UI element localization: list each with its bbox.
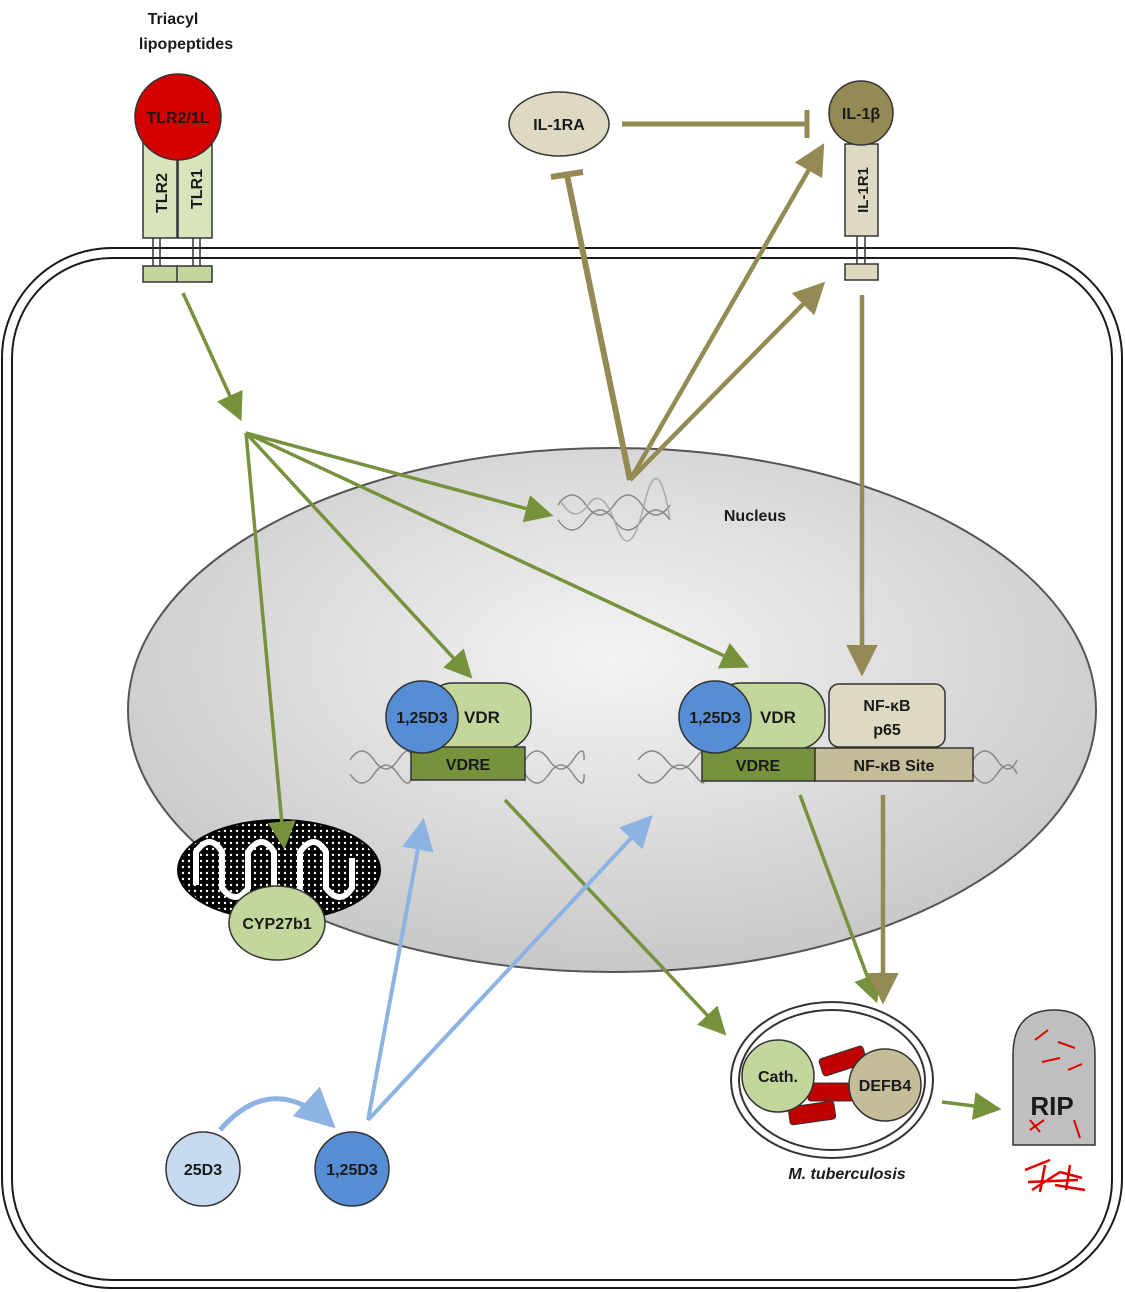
dna-helix-right-a — [524, 750, 585, 784]
il1ra-label: IL-1RA — [533, 117, 585, 134]
conversion-arrow — [218, 1086, 336, 1132]
tlr21-ligand — [134, 73, 222, 161]
mtb-label: M. tuberculosis — [788, 1166, 905, 1183]
vdr-b-label: VDR — [760, 708, 796, 727]
il1r1-receptor: IL-1R1 IL-1β — [828, 80, 894, 281]
nfkb-label-line1: NF-κB — [863, 698, 910, 715]
arrow-d3-to-vdr-left — [366, 818, 434, 1121]
phagosome: Cath. DEFB4 — [730, 1001, 934, 1159]
arrow-phagosome-to-rip — [941, 1092, 1002, 1120]
d3-b — [678, 680, 752, 754]
vdr-complex-left: 1,25D3 VDR VDRE — [385, 680, 532, 781]
defb4-node — [848, 1048, 922, 1122]
cyp27b1-node — [228, 885, 326, 961]
dna-helix-left-a — [349, 750, 413, 784]
nucleus-label: Nucleus — [724, 508, 786, 525]
bacterium-1 — [818, 1045, 868, 1077]
d3-25-label: 25D3 — [184, 1162, 222, 1179]
il1b-node — [828, 80, 894, 146]
mitochondrion: CYP27b1 — [177, 819, 381, 961]
arrow-d3-to-vdr-right — [366, 815, 653, 1122]
dead-bacteria-pile — [1024, 1158, 1086, 1193]
cell-membrane-outer — [1, 247, 1123, 1289]
tlr21-label: TLR2/1L — [146, 110, 209, 127]
triacyl-label-line1: Triacyl — [148, 11, 199, 28]
arrow-tlr-to-hub — [181, 292, 243, 422]
nfkb-p65-box — [828, 683, 946, 748]
d3-125-label: 1,25D3 — [326, 1162, 378, 1179]
nfkb-site — [814, 747, 974, 782]
arrow-hub-to-vdr-right — [245, 431, 750, 669]
bacterium-3 — [787, 1100, 837, 1126]
tlr2-label: TLR2 — [154, 173, 171, 213]
vdre-b-label: VDRE — [736, 758, 781, 775]
d3-125-node — [314, 1131, 390, 1207]
nfkb-site-label: NF-κB Site — [854, 758, 935, 775]
cath-label: Cath. — [758, 1069, 798, 1086]
vdr-complex-right: 1,25D3 VDR NF-κB p65 VDRE NF-κB Site — [678, 680, 974, 782]
cyp27b1-label: CYP27b1 — [242, 916, 311, 933]
d3-a — [385, 680, 459, 754]
nucleus — [127, 447, 1097, 973]
vdr-a-label: VDR — [464, 708, 500, 727]
arrow-vdre-right-to-phagosome — [798, 794, 881, 1004]
tombstone: RIP — [1012, 1009, 1096, 1193]
il1ra-node — [508, 91, 610, 157]
dna-helix-top — [557, 477, 671, 542]
dead-bacteria-on-tombstone — [1029, 1029, 1083, 1139]
tbar-dna-to-il1ra — [564, 174, 633, 481]
defb4-label: DEFB4 — [859, 1078, 912, 1095]
d3-a-label: 1,25D3 — [396, 710, 448, 727]
arrow-hub-to-dna — [245, 431, 554, 523]
arrow-hub-to-vdr-left — [244, 431, 473, 679]
arrow-vdre-left-to-phagosome — [503, 798, 727, 1036]
il1r1-label: IL-1R1 — [855, 167, 872, 213]
cell-membrane-inner — [11, 257, 1113, 1281]
vdre-b — [701, 747, 816, 782]
il1b-label: IL-1β — [842, 106, 880, 123]
tlr-receptor: TLR2/1L TLR2 TLR1 — [134, 73, 222, 283]
vdre-a-label: VDRE — [446, 757, 491, 774]
arrow-dna-to-il1b — [628, 143, 825, 482]
bacterium-2 — [807, 1082, 855, 1102]
cath-node — [741, 1039, 815, 1113]
tlr1-label: TLR1 — [189, 169, 206, 209]
rip-label: RIP — [1030, 1091, 1073, 1121]
il1r1-intracellular-domain — [844, 263, 879, 281]
d3-b-label: 1,25D3 — [689, 710, 741, 727]
d3-25-node — [165, 1131, 241, 1207]
dna-helix-right-b — [972, 750, 1018, 784]
il1r1-block — [844, 143, 879, 237]
nfkb-label-line2: p65 — [873, 722, 901, 739]
triacyl-label-line2: lipopeptides — [139, 36, 233, 53]
arrow-hub-to-cyp27b1 — [244, 432, 296, 850]
arrow-dna-to-il1r1 — [628, 281, 826, 482]
